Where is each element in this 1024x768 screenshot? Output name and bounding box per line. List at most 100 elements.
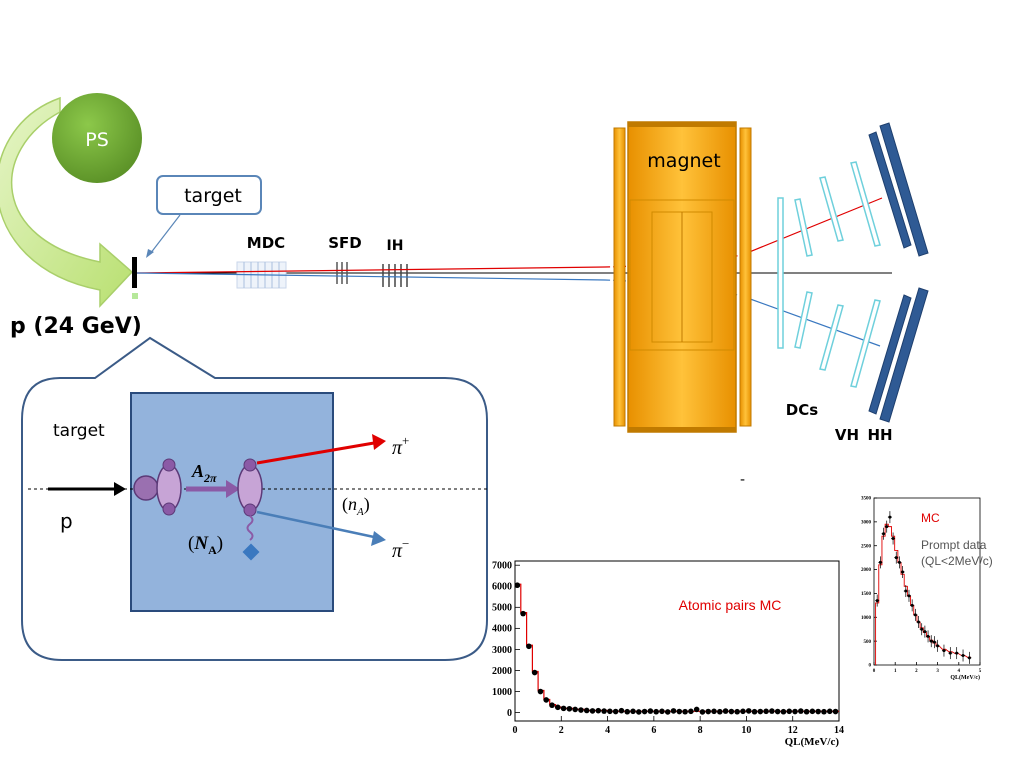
x-tick-label: 3 (936, 669, 939, 674)
y-tick-label: 1500 (861, 592, 872, 597)
ih-detector (382, 264, 408, 287)
data-point (751, 708, 758, 715)
data-point (875, 599, 879, 603)
data-point (566, 705, 573, 712)
legend-prompt: Prompt data (921, 538, 987, 552)
data-point (888, 515, 892, 519)
x-axis-label: QL(MeV/c) (785, 736, 840, 748)
y-tick-label: 3000 (492, 645, 512, 656)
hh-label: HH (867, 426, 892, 444)
data-point (734, 708, 740, 715)
data-point (907, 594, 911, 598)
data-point (531, 669, 538, 676)
inset-target-label: target (53, 421, 105, 441)
data-point (792, 708, 798, 715)
data-point (769, 708, 775, 714)
target-callout (156, 175, 262, 215)
x-tick-label: 8 (698, 725, 703, 736)
target-marker (132, 293, 138, 299)
magnet-label: magnet (647, 150, 720, 172)
y-tick-label: 2000 (861, 568, 872, 573)
data-point (798, 708, 804, 714)
data-point (578, 707, 584, 713)
pi-minus-arrow (256, 510, 386, 546)
y-tick-label: 0 (507, 708, 512, 719)
data-point (929, 639, 933, 643)
data-point (942, 649, 946, 653)
data-point (901, 570, 905, 574)
x-tick-label: 14 (834, 725, 844, 736)
data-point (526, 643, 532, 650)
data-point (572, 706, 578, 713)
target-callout-label: target (184, 185, 242, 207)
data-point (948, 651, 952, 655)
data-point (607, 708, 613, 715)
y-tick-label: 2500 (861, 544, 872, 549)
data-point (891, 537, 895, 541)
atom-creation (133, 458, 182, 516)
pi-minus-label: π− (392, 536, 409, 562)
data-point (676, 708, 683, 715)
data-point (821, 708, 827, 715)
data-point (920, 627, 924, 631)
data-point (786, 708, 793, 715)
legend-prompt-cut: (QL<2MeV/c) (921, 554, 993, 568)
data-point (936, 644, 940, 648)
track-positive (136, 266, 606, 274)
hodoscopes (868, 122, 929, 423)
track-positive-out (741, 197, 883, 256)
data-point (549, 702, 555, 709)
data-point (809, 708, 816, 715)
data-point (520, 610, 526, 617)
data-point (618, 707, 625, 714)
track-negative (136, 272, 606, 281)
data-point (595, 707, 602, 714)
data-point (543, 697, 550, 703)
data-point (583, 707, 590, 714)
nA-label: (nA) (342, 494, 370, 518)
data-point (967, 656, 971, 660)
y-tick-label: 4000 (492, 624, 512, 635)
x-tick-label: 4 (958, 669, 961, 674)
x-tick-label: 6 (651, 725, 656, 736)
inset-p-arrow (48, 482, 126, 496)
x-tick-label: 2 (915, 669, 918, 674)
y-tick-label: 2000 (492, 666, 512, 677)
beam-label: p (24 GeV) (10, 314, 142, 339)
data-point (882, 532, 886, 536)
data-point (832, 708, 839, 715)
data-point (699, 709, 706, 715)
data-point (688, 708, 694, 715)
mdc-label: MDC (247, 234, 285, 252)
x-tick-label: 5 (979, 669, 982, 674)
data-point (878, 560, 882, 564)
data-point (955, 651, 959, 655)
data-point (670, 708, 677, 714)
beam-arrow (0, 96, 134, 308)
dcs-label: DCs (786, 401, 818, 419)
target-foil (132, 257, 137, 288)
sfd-detector (336, 262, 348, 284)
atom-breakup (237, 458, 263, 561)
ps-circle (52, 93, 142, 183)
data-point (745, 708, 752, 714)
data-point (815, 708, 821, 715)
pi-plus-label: π+ (392, 433, 409, 459)
data-point (612, 708, 619, 715)
y-tick-label: 1000 (492, 687, 512, 698)
data-point (601, 708, 607, 714)
legend-mc: MC (921, 511, 940, 525)
x-tick-label: 0 (873, 669, 876, 674)
ps-label: PS (85, 129, 109, 151)
x-tick-label: 4 (605, 725, 610, 736)
a2pi-arrow (186, 480, 240, 498)
data-point (926, 634, 930, 638)
data-point (961, 653, 965, 657)
data-point (740, 708, 746, 715)
data-point (624, 708, 631, 715)
data-point (910, 603, 914, 607)
x-tick-label: 2 (559, 725, 564, 736)
data-point (904, 589, 908, 593)
